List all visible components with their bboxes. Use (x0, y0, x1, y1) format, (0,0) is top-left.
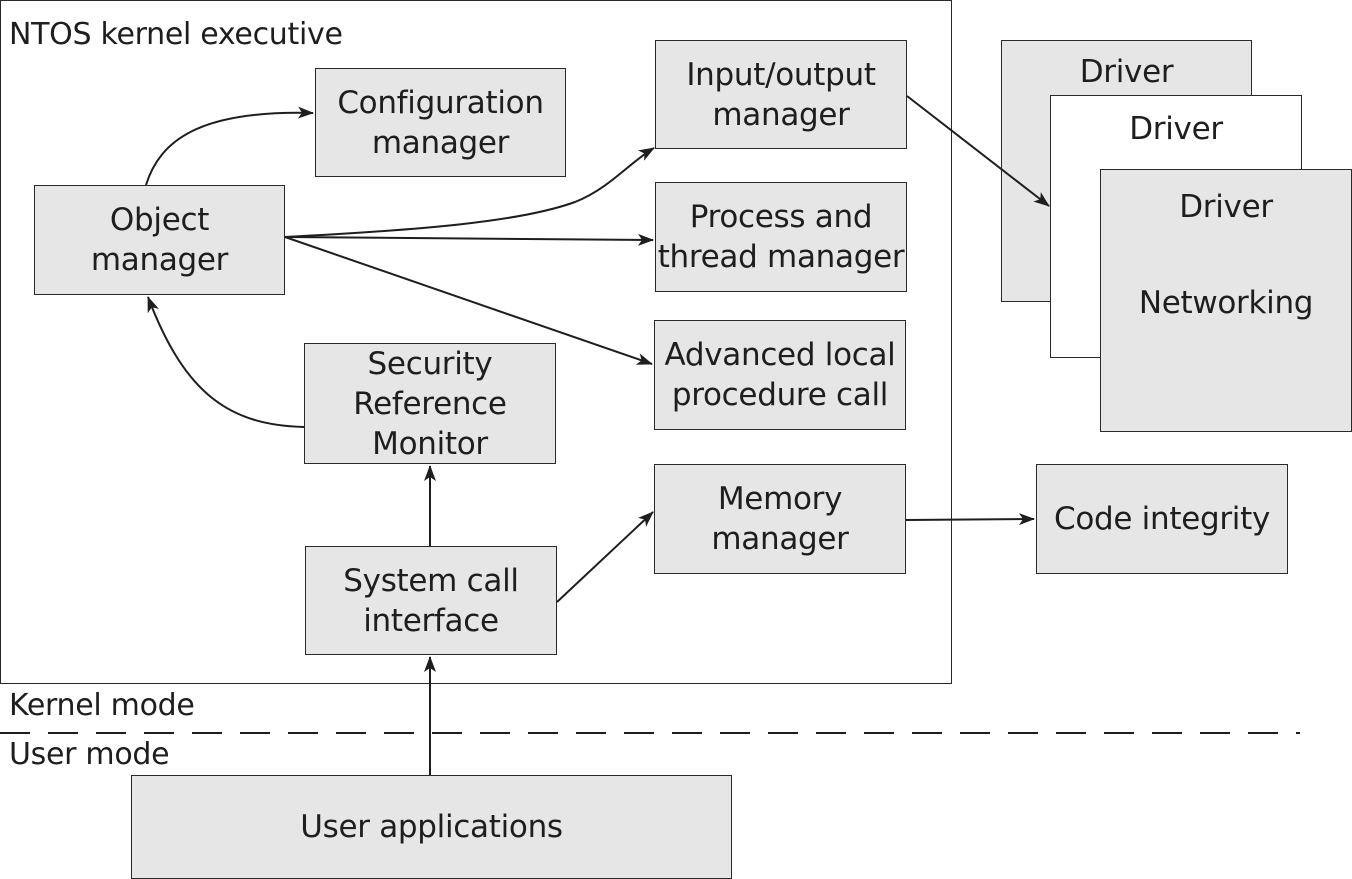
arrow-object-to-alpc (284, 236, 653, 365)
networking-label: Networking (1138, 285, 1314, 321)
code-integrity-label: Code integrity (1053, 501, 1271, 537)
process-thread-manager-label: Process and thread manager (657, 199, 905, 275)
arrow-object-to-io (284, 147, 655, 238)
arrow-memory-to-code-integrity (905, 513, 1035, 526)
memory-manager-label: Memory manager (711, 481, 849, 557)
configuration-manager-label: Configuration manager (337, 84, 544, 161)
driver-1-label: Driver (1079, 54, 1174, 90)
configuration-manager-box[interactable]: Configuration manager (315, 68, 566, 177)
arrow-object-to-process (284, 233, 654, 246)
object-manager-label: Object manager (90, 202, 229, 278)
system-call-interface-label: System call interface (343, 562, 519, 639)
kernel-mode-label: Kernel mode (9, 688, 195, 723)
arrow-srm-to-object (147, 296, 305, 428)
arrow-object-to-configuration (145, 106, 314, 186)
arrow-syscall-to-memory (556, 511, 654, 603)
security-reference-monitor-label: Security Reference Monitor (353, 345, 507, 462)
driver-2-label: Driver (1129, 111, 1223, 147)
kernel-executive-frame (0, 0, 952, 684)
io-manager-box[interactable]: Input/output manager (655, 40, 907, 149)
io-manager-label: Input/output manager (686, 56, 876, 133)
kernel-executive-title: NTOS kernel executive (9, 17, 343, 52)
object-manager-box[interactable]: Object manager (34, 185, 285, 295)
security-reference-monitor-box[interactable]: Security Reference Monitor (304, 343, 556, 464)
alpc-box[interactable]: Advanced local procedure call (654, 320, 906, 430)
system-call-interface-box[interactable]: System call interface (305, 546, 557, 655)
user-applications-label: User applications (300, 809, 563, 845)
driver-card-3[interactable]: Driver Networking (1100, 169, 1352, 432)
process-thread-manager-box[interactable]: Process and thread manager (655, 182, 907, 292)
driver-3-label: Driver (1179, 189, 1273, 225)
user-mode-label: User mode (9, 737, 170, 772)
alpc-label: Advanced local procedure call (664, 337, 896, 413)
code-integrity-box[interactable]: Code integrity (1036, 464, 1288, 574)
arrow-io-to-drivers (906, 95, 1050, 207)
memory-manager-box[interactable]: Memory manager (654, 464, 906, 574)
